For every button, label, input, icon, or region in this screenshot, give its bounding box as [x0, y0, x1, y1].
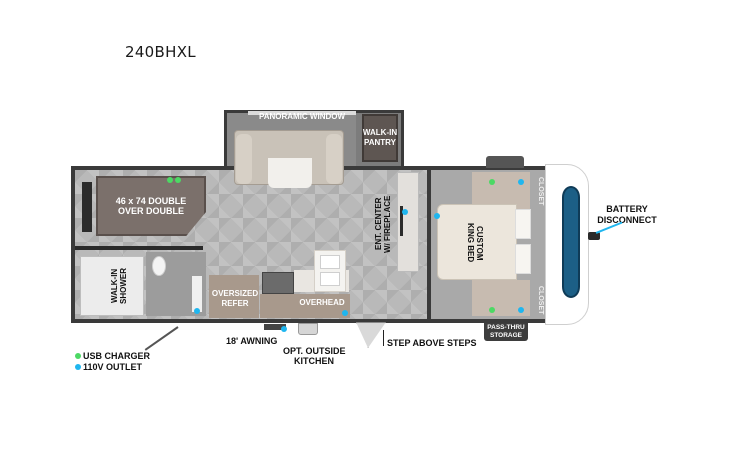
step-line	[383, 330, 384, 346]
model-title: 240BHXL	[125, 43, 196, 61]
battery-label-line2: DISCONNECT	[597, 215, 657, 225]
shower	[80, 256, 144, 316]
bunk-window	[82, 182, 92, 232]
sink-basin-top	[320, 255, 340, 269]
outlet-dot	[518, 307, 524, 313]
stove	[262, 272, 294, 294]
outlet-dot	[402, 209, 408, 215]
outlet-dot	[281, 326, 287, 332]
panoramic-window-bar	[248, 111, 358, 115]
legend-item-usb: USB CHARGER	[75, 351, 150, 361]
usb-charger-dot	[175, 177, 181, 183]
outlet-dot	[518, 179, 524, 185]
pass-thru-storage	[484, 323, 528, 341]
legend-outlet-label: 110V OUTLET	[83, 362, 143, 372]
pass-thru-label: PASS-THRU STORAGE	[484, 324, 528, 339]
nightstand-top	[472, 172, 530, 210]
bunk-label: 46 x 74 DOUBLE OVER DOUBLE	[105, 196, 197, 216]
shower-label-line1: WALK-IN	[110, 268, 119, 304]
shower-label: WALK-IN SHOWER	[110, 262, 128, 310]
awning-pointer	[144, 326, 179, 351]
bedroom-wall	[427, 170, 431, 319]
usb-legend-dot-icon	[75, 353, 81, 359]
pantry-label: WALK-IN PANTRY	[358, 128, 402, 148]
bed-label-line2: KING BED	[466, 223, 475, 263]
outside-kitchen-line1: OPT. OUTSIDE	[283, 346, 346, 356]
sink-basin-bottom	[320, 272, 340, 286]
closet-bottom-label: CLOSET	[537, 285, 544, 315]
battery-disconnect-label: BATTERY DISCONNECT	[592, 204, 662, 226]
usb-charger-dot	[167, 177, 173, 183]
ent-center-label: ENT. CENTER W/ FIREPLACE	[374, 186, 392, 262]
pass-thru-label-line1: PASS-THRU	[487, 324, 525, 331]
ent-center-cabinet	[397, 172, 419, 272]
step-label: STEP ABOVE STEPS	[387, 338, 477, 348]
toilet-icon	[152, 256, 166, 276]
front-roof-box	[486, 156, 524, 168]
bathroom-wall	[75, 246, 203, 250]
bed-label: CUSTOM KING BED	[466, 216, 484, 270]
vanity	[192, 276, 202, 312]
pillow-bottom	[515, 244, 531, 274]
outlet-dot	[342, 310, 348, 316]
ent-center-label-line1: ENT. CENTER	[374, 197, 383, 251]
shower-label-line2: SHOWER	[119, 268, 128, 304]
refer-label-line1: OVERSIZED	[211, 289, 259, 298]
refer-label: OVERSIZED REFER	[209, 289, 261, 309]
bunk-bed	[96, 176, 206, 236]
usb-charger-dot	[489, 179, 495, 185]
pass-thru-label-line2: STORAGE	[489, 331, 523, 339]
hitch-icon	[588, 232, 600, 240]
bunk-label-line1: 46 x 74 DOUBLE	[115, 196, 187, 206]
awning-arm	[264, 324, 286, 330]
refer-label-line2: REFER	[221, 299, 249, 308]
awning-label: 18' AWNING	[226, 336, 278, 346]
closet-top-label: CLOSET	[537, 176, 544, 206]
sofa-arm-left	[236, 134, 252, 184]
legend-usb-label: USB CHARGER	[83, 351, 151, 361]
bed-label-line1: CUSTOM	[475, 225, 484, 261]
pillow-top	[515, 209, 531, 239]
outside-kitchen-line2: KITCHEN	[294, 356, 334, 366]
battery-label-line1: BATTERY	[606, 204, 648, 214]
panoramic-window-label: PANORAMIC WINDOW	[258, 112, 346, 121]
outlet-legend-dot-icon	[75, 364, 81, 370]
ent-center-label-line2: W/ FIREPLACE	[383, 195, 392, 253]
outlet-dot	[194, 308, 200, 314]
outside-kitchen	[298, 323, 318, 335]
usb-charger-dot	[489, 307, 495, 313]
outside-kitchen-label: OPT. OUTSIDE KITCHEN	[283, 346, 346, 366]
pantry-label-line1: WALK-IN	[362, 128, 398, 137]
refer	[209, 275, 259, 318]
legend-item-outlet: 110V OUTLET	[75, 362, 142, 372]
kitchen-counter	[260, 294, 350, 318]
entry-steps	[356, 322, 386, 348]
overhead-label: OVERHEAD	[299, 298, 345, 307]
bunk-label-line2: OVER DOUBLE	[117, 206, 184, 216]
brand-logo	[562, 186, 580, 298]
king-bed	[437, 204, 517, 280]
pantry-shelf	[362, 114, 398, 162]
outlet-dot	[434, 213, 440, 219]
pantry-label-line2: PANTRY	[364, 138, 396, 147]
sofa-cushion	[268, 158, 312, 188]
sofa-arm-right	[326, 134, 342, 184]
fireplace	[400, 206, 403, 236]
